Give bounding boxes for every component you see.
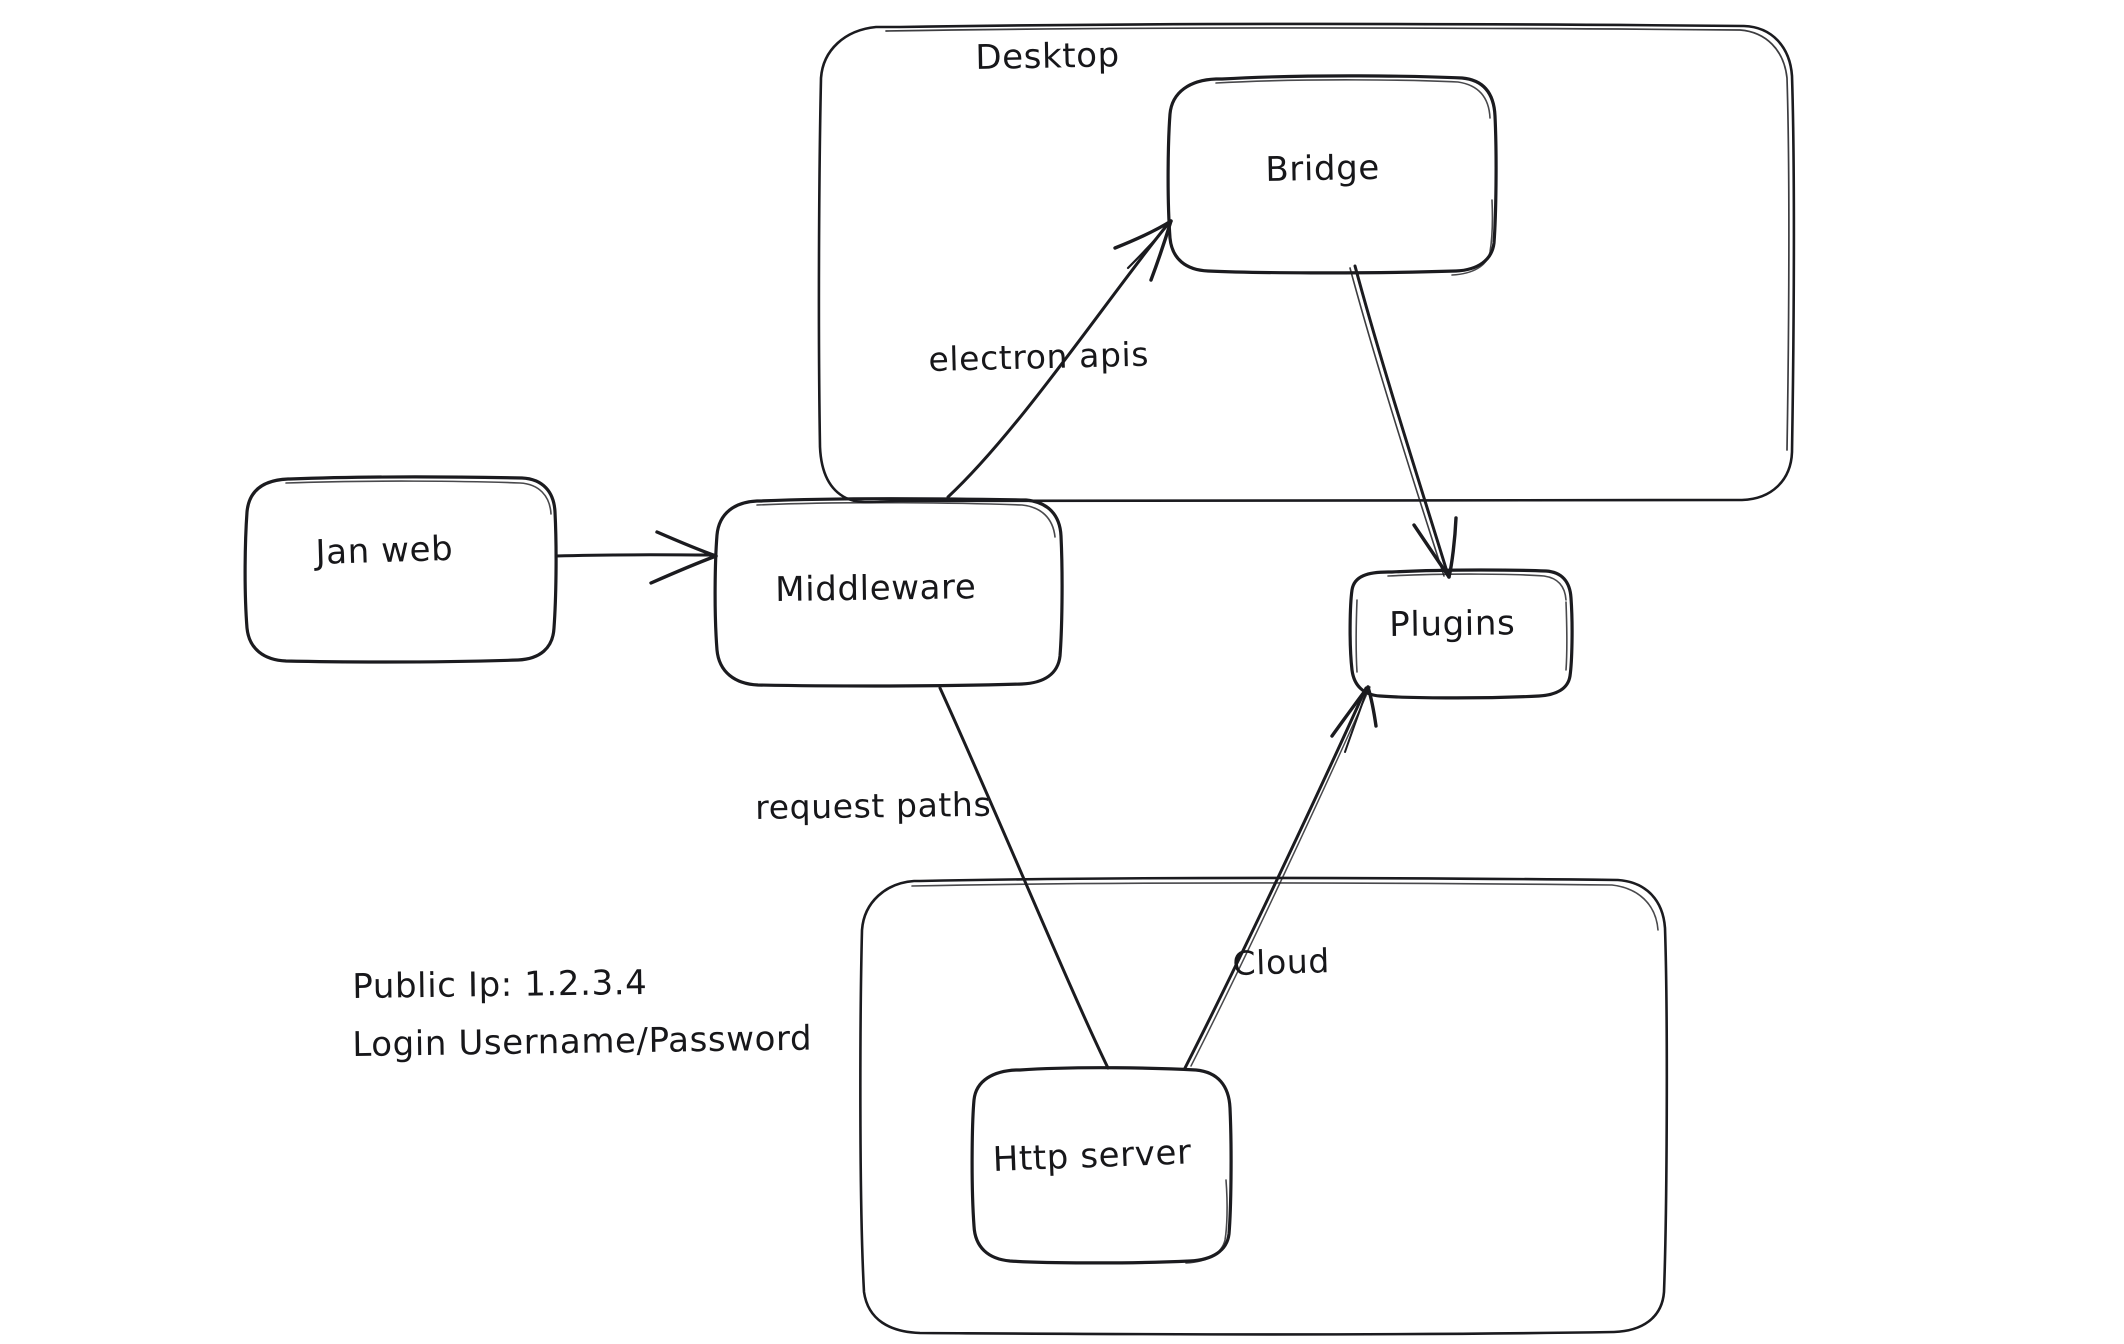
group-cloud-outline[interactable] [859, 876, 1669, 1336]
node-label-bridge: Bridge [1265, 147, 1381, 190]
group-label-desktop: Desktop [975, 35, 1121, 78]
node-middleware-outline[interactable] [713, 497, 1064, 688]
edge-middleware-to-http-server[interactable] [938, 686, 1110, 1070]
edge-jan-web-to-middleware[interactable] [554, 530, 718, 585]
node-bridge-outline[interactable] [1166, 74, 1498, 276]
node-label-middleware: Middleware [775, 567, 977, 610]
node-label-jan-web: Jan web [315, 528, 454, 573]
edge-bridge-to-plugins[interactable] [1349, 264, 1458, 579]
node-jan-web-outline[interactable] [243, 475, 558, 664]
node-http-server-outline[interactable] [970, 1066, 1233, 1265]
edge-label-cloud: Cloud [1232, 941, 1331, 983]
edge-middleware-to-bridge[interactable] [946, 219, 1173, 499]
group-desktop-outline[interactable] [817, 22, 1796, 504]
node-plugins-outline[interactable] [1348, 568, 1574, 700]
edge-label-electron-apis: electron apis [928, 334, 1150, 379]
note-login-credentials: Login Username/Password [352, 1018, 813, 1065]
node-label-http-server: Http server [992, 1132, 1193, 1180]
node-label-plugins: Plugins [1389, 603, 1516, 645]
edge-label-request-paths: request paths [755, 784, 992, 827]
edge-http-server-to-plugins[interactable] [1183, 685, 1378, 1070]
note-public-ip: Public Ip: 1.2.3.4 [352, 962, 648, 1007]
